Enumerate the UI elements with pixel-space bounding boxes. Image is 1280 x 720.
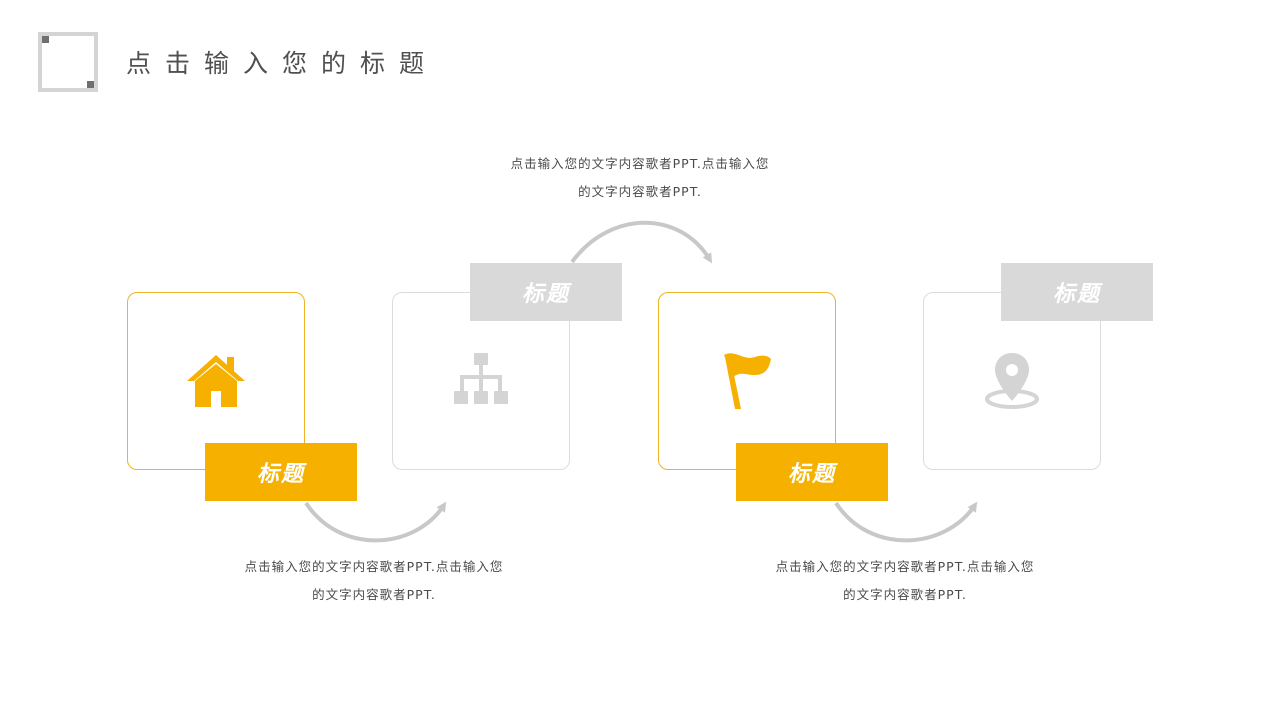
description-bottom-left[interactable]: 点击输入您的文字内容歌者PPT.点击输入您 的文字内容歌者PPT. [209, 553, 539, 609]
step-label-1[interactable]: 标题 [205, 443, 357, 501]
description-line: 点击输入您的文字内容歌者PPT.点击输入您 [775, 559, 1035, 574]
step-label-4[interactable]: 标题 [1001, 263, 1153, 321]
corner-dot [87, 81, 94, 88]
description-line: 的文字内容歌者PPT. [312, 587, 436, 602]
arrow-step2-to-step3 [570, 220, 713, 264]
home-icon [128, 293, 304, 469]
flag-icon [659, 293, 835, 469]
corner-dot [42, 36, 49, 43]
description-top[interactable]: 点击输入您的文字内容歌者PPT.点击输入您 的文字内容歌者PPT. [475, 150, 805, 206]
location-pin-icon [924, 293, 1100, 469]
description-bottom-right[interactable]: 点击输入您的文字内容歌者PPT.点击输入您 的文字内容歌者PPT. [740, 553, 1070, 609]
page-title[interactable]: 点击输入您的标题 [126, 49, 439, 78]
step-card-4[interactable] [923, 292, 1101, 470]
step-label-3[interactable]: 标题 [736, 443, 888, 501]
step-card-1[interactable] [127, 292, 305, 470]
step-label-2[interactable]: 标题 [470, 263, 622, 321]
arrow-step1-to-step2 [304, 501, 447, 543]
hierarchy-icon [393, 293, 569, 469]
logo-frame-icon [38, 32, 98, 92]
arrow-step3-to-step4 [834, 501, 978, 543]
description-line: 点击输入您的文字内容歌者PPT.点击输入您 [244, 559, 504, 574]
step-card-3[interactable] [658, 292, 836, 470]
step-card-2[interactable] [392, 292, 570, 470]
description-line: 点击输入您的文字内容歌者PPT.点击输入您 [510, 156, 770, 171]
description-line: 的文字内容歌者PPT. [843, 587, 967, 602]
description-line: 的文字内容歌者PPT. [578, 184, 702, 199]
